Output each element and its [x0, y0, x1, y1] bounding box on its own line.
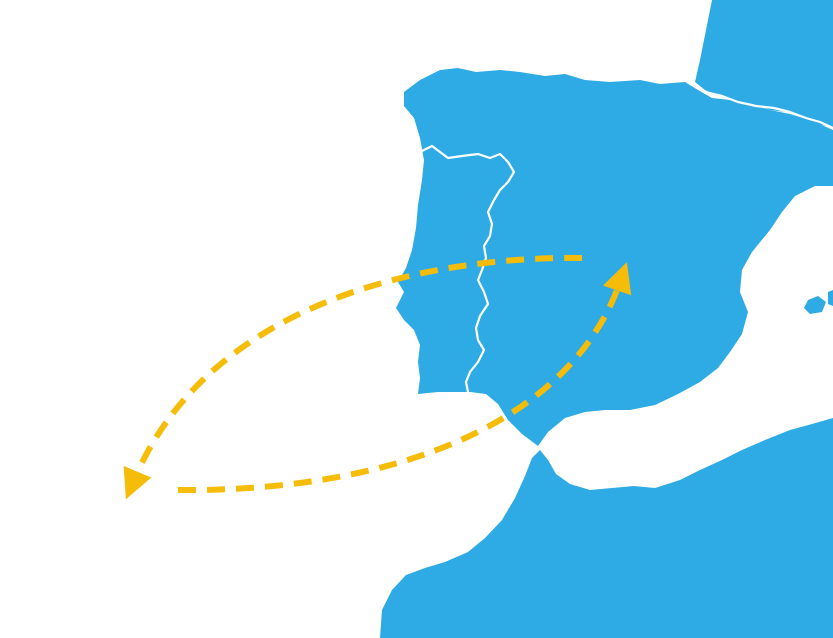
iberian-peninsula-region: [396, 68, 833, 446]
france-region: [695, 0, 833, 128]
balearic-islands-region: [804, 296, 826, 314]
north-africa-region: [380, 418, 833, 638]
balearic-islet: [828, 290, 833, 306]
france-spain-border: [688, 80, 833, 130]
portugal-spain-border: [418, 144, 516, 394]
route-atlantic-to-portugal: [123, 254, 583, 500]
route-atlantic-to-central-spain: [177, 262, 632, 494]
